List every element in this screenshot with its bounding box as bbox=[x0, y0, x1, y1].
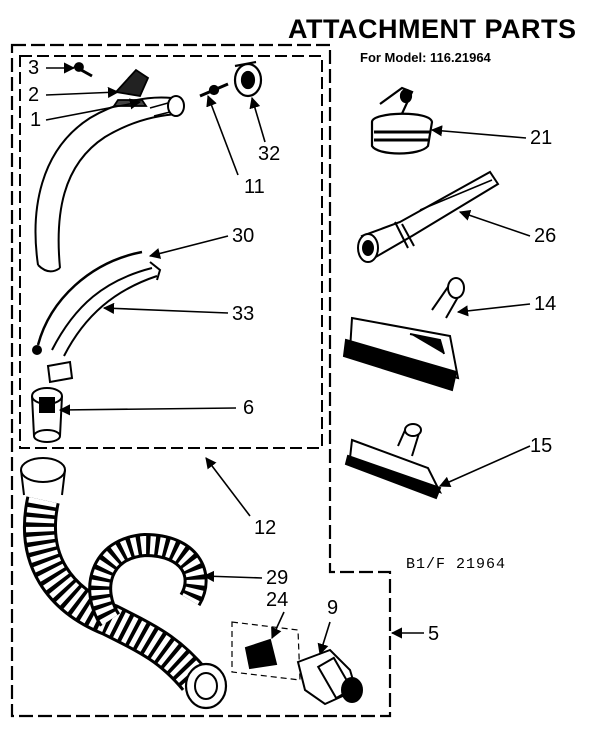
callout-12: 12 bbox=[254, 517, 276, 539]
callout-6: 6 bbox=[243, 397, 254, 419]
callout-5: 5 bbox=[428, 623, 439, 645]
model-number: For Model: 116.21964 bbox=[360, 50, 491, 65]
callout-labels: 3 2 1 32 11 30 33 6 12 29 24 9 5 21 26 1… bbox=[28, 57, 556, 645]
callout-32: 32 bbox=[258, 143, 280, 165]
callout-3: 3 bbox=[28, 57, 39, 79]
hose bbox=[20, 457, 228, 710]
callout-33: 33 bbox=[232, 303, 254, 325]
assembly-frame bbox=[10, 43, 392, 718]
leader-lines bbox=[45, 62, 531, 656]
ring-connector bbox=[199, 60, 263, 98]
wand-tube bbox=[34, 95, 185, 273]
callout-29: 29 bbox=[266, 567, 288, 589]
reference-code: B1/F 21964 bbox=[406, 556, 507, 573]
callout-14: 14 bbox=[534, 293, 556, 315]
crevice-tool bbox=[357, 170, 500, 263]
floor-brush bbox=[342, 277, 465, 392]
diagram-title: ATTACHMENT PARTS bbox=[288, 14, 577, 44]
swivel-clip bbox=[73, 62, 150, 107]
upholstery-tool bbox=[344, 423, 443, 500]
hose-cuff bbox=[31, 387, 63, 443]
dusting-brush bbox=[370, 86, 434, 155]
cord-cover bbox=[32, 250, 162, 384]
callout-11: 11 bbox=[244, 176, 265, 198]
callout-2: 2 bbox=[28, 84, 39, 106]
callout-21: 21 bbox=[530, 127, 552, 149]
callout-26: 26 bbox=[534, 225, 556, 247]
hose-end-parts bbox=[231, 621, 363, 706]
callout-24: 24 bbox=[266, 589, 288, 611]
callout-15: 15 bbox=[530, 435, 552, 457]
callout-1: 1 bbox=[30, 109, 41, 131]
callout-30: 30 bbox=[232, 225, 254, 247]
callout-9: 9 bbox=[327, 597, 338, 619]
